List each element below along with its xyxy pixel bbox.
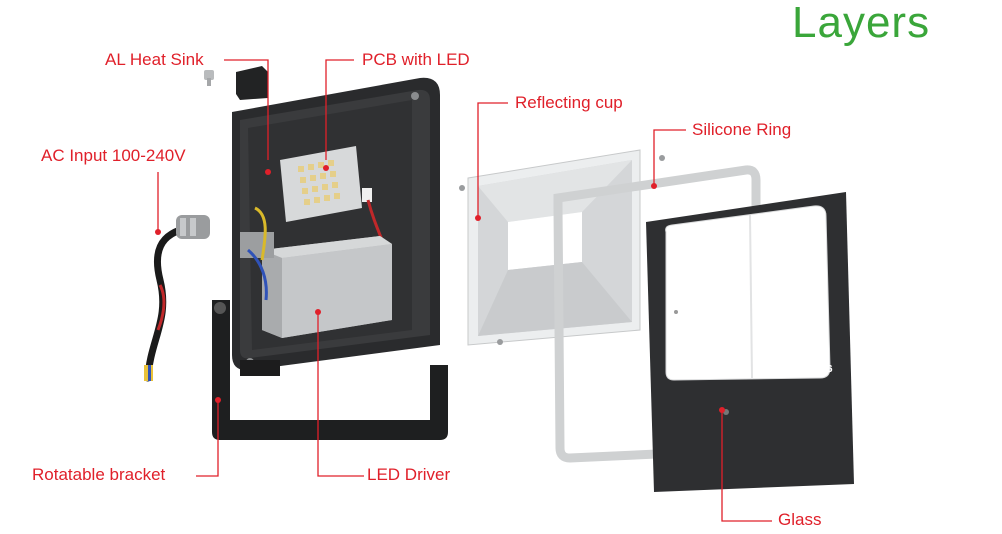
label-ac-input: AC Input 100-240V — [41, 146, 186, 165]
glass-panel: IP66 — [646, 192, 854, 492]
label-pcb: PCB with LED — [362, 50, 470, 69]
diagram-title: Layers — [792, 0, 931, 47]
ac-input-cable — [144, 215, 210, 382]
screw-and-cap — [204, 66, 268, 100]
leader-ends — [155, 165, 725, 413]
label-silicone-ring: Silicone Ring — [692, 120, 792, 139]
label-reflecting-cup: Reflecting cup — [515, 93, 623, 112]
label-heat-sink: AL Heat Sink — [105, 50, 204, 69]
leader-lines — [157, 59, 772, 522]
label-bracket: Rotatable bracket — [32, 465, 166, 484]
label-driver: LED Driver — [367, 465, 451, 484]
rotatable-bracket — [212, 300, 448, 440]
glass-marking: IP66 — [812, 364, 833, 375]
label-glass: Glass — [778, 510, 822, 529]
heat-sink-housing — [232, 77, 440, 376]
led-driver — [240, 206, 392, 338]
pcb-with-led — [280, 146, 384, 241]
